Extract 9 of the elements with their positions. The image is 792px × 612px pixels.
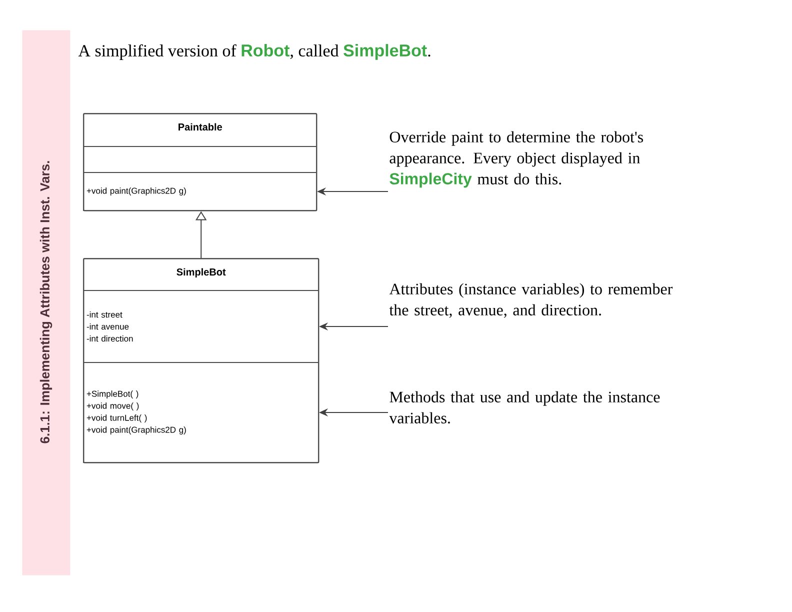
empty-compartment [83, 146, 317, 173]
intro-text: A simplified version of Robot, called SimpleBot. [78, 44, 430, 60]
note-text: Attributes (instance variables) to remember the street, avenue, and direction. [389, 283, 673, 318]
note-text: Override paint to determine the robot's appearance. Every object displayed in SimpleCity must do this. [390, 131, 643, 188]
side-heading: 6.1.1: Implementing Attributes with Inst. Vars. [40, 161, 52, 444]
class-compartment: +void paint(Graphics2D g) [83, 172, 317, 211]
class-compartment: +SimpleBot( ) +void move( ) +void turnLeft( ) +void paint(Graphics2D g) [83, 362, 319, 463]
note-text: Methods that use and update the instance variables. [389, 391, 660, 424]
class-compartment: -int street -int avenue -int direction [83, 290, 319, 363]
